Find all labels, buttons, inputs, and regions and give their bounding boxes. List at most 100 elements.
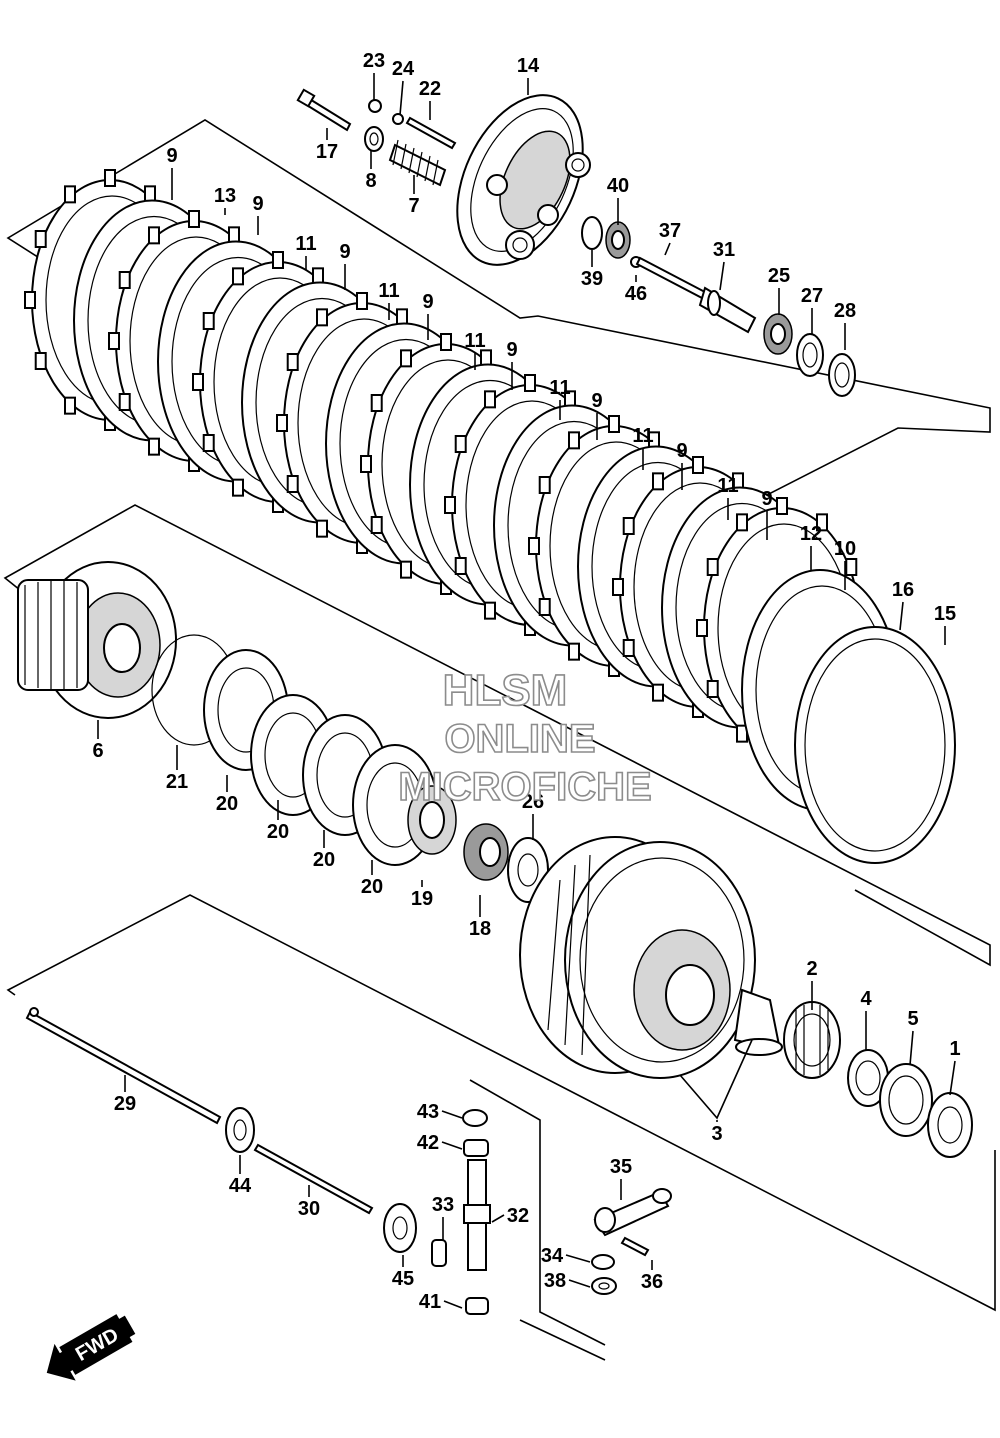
callout-number: 24 [392, 58, 415, 80]
callout-leader [949, 1060, 956, 1096]
spacer [733, 988, 783, 1056]
callout-number: 37 [659, 220, 681, 242]
washer-27 [796, 333, 824, 377]
return-spring-34 [591, 1254, 615, 1270]
callout-number: 31 [713, 239, 735, 261]
callout-number: 9 [339, 241, 350, 263]
callout-number: 11 [549, 377, 570, 399]
callout-number: 11 [717, 475, 738, 497]
callout-number: 11 [295, 233, 316, 255]
primary-driven-gear-housing [519, 836, 756, 1079]
callout-number: 11 [378, 280, 399, 302]
callout-number: 11 [464, 330, 485, 352]
callout-number: 4 [860, 988, 872, 1010]
pressure-plate [456, 94, 591, 266]
callout-number: 42 [417, 1132, 439, 1154]
callout-number: 29 [114, 1093, 136, 1115]
group-outline-middle [3, 504, 991, 967]
callout-number: 9 [591, 390, 602, 412]
bolt [296, 88, 352, 132]
callout-number: 32 [507, 1205, 529, 1227]
callout-leader [664, 242, 671, 256]
callout-number: 16 [892, 579, 914, 601]
callout-number: 23 [363, 50, 385, 72]
clutch-hub-collar [463, 823, 509, 881]
clutch-plate-stack [24, 169, 956, 864]
bearing [581, 216, 642, 268]
nut [763, 313, 793, 355]
callout-number: 36 [641, 1271, 663, 1293]
callout-number: 26 [522, 791, 544, 813]
callout-number: 35 [610, 1156, 632, 1178]
callout-number: 44 [229, 1175, 252, 1197]
bush [847, 1049, 889, 1107]
washer-small [364, 99, 404, 152]
callout-number: 9 [422, 291, 433, 313]
callout-leader [443, 1300, 463, 1309]
callout-number: 19 [411, 888, 433, 910]
needle-bearing [783, 1001, 841, 1079]
callout-leader [679, 1039, 753, 1120]
thrust-washer-1 [927, 1092, 973, 1158]
callout-number: 15 [934, 603, 956, 625]
callout-leaders [97, 73, 956, 1309]
callout-number: 6 [92, 740, 103, 762]
callout-leader [719, 261, 725, 291]
push-rod-30 [253, 1143, 374, 1215]
callout-number: 22 [419, 78, 441, 100]
callout-number: 13 [214, 185, 236, 207]
callout-number: 34 [541, 1245, 564, 1267]
callout-leader [565, 1254, 591, 1263]
callout-number: 18 [469, 918, 491, 940]
callout-number: 33 [432, 1194, 454, 1216]
callout-number: 20 [267, 821, 289, 843]
callout-number: 20 [313, 849, 335, 871]
callout-number: 12 [800, 523, 822, 545]
callout-number: 9 [252, 193, 263, 215]
lifter-rod-pin [405, 116, 457, 150]
bearing-41 [465, 1297, 489, 1315]
callout-number: 27 [801, 285, 823, 307]
callout-number: 8 [365, 170, 376, 192]
callout-number: 28 [834, 300, 856, 322]
watermark-line-2: ONLINE [444, 717, 595, 761]
release-shaft [462, 1109, 491, 1271]
clutch-push-rod-long [25, 1007, 222, 1125]
oil-seal-45 [383, 1203, 417, 1253]
callout-number: 1 [949, 1038, 960, 1060]
callout-number: 21 [166, 771, 188, 793]
callout-number: 41 [419, 1291, 441, 1313]
callout-number: 17 [316, 141, 338, 163]
callout-leader [568, 1279, 591, 1288]
callout-number: 3 [711, 1123, 722, 1145]
fwd-arrow-icon: FWD [46, 1314, 136, 1381]
pressure-spring [388, 139, 447, 187]
group-outline-shaft [469, 1079, 606, 1361]
pin-33 [431, 1239, 447, 1267]
callout-number: 25 [768, 265, 790, 287]
callout-number: 9 [761, 488, 772, 510]
callout-number: 10 [834, 538, 856, 560]
callout-number: 43 [417, 1101, 439, 1123]
callout-number: 40 [607, 175, 629, 197]
watermark: HLSM ONLINE MICROFICHE [398, 665, 653, 810]
callout-leader [441, 1110, 463, 1119]
group-outline-lower [6, 894, 996, 1312]
callout-number: 9 [676, 440, 687, 462]
callout-number: 39 [581, 268, 603, 290]
callout-leader [441, 1141, 463, 1150]
callout-number: 38 [544, 1270, 566, 1292]
washer-28 [828, 353, 856, 397]
callout-number: 11 [632, 425, 653, 447]
spring-washer-seat [407, 785, 457, 855]
housing-ring [794, 626, 956, 864]
callout-leader [491, 1214, 505, 1223]
release-bearing-44 [225, 1107, 255, 1153]
watermark-line-1: HLSM [443, 666, 568, 715]
callout-leader [909, 1030, 914, 1066]
callout-number: 45 [392, 1268, 414, 1290]
callout-number: 46 [625, 283, 647, 305]
callout-number: 2 [806, 958, 817, 980]
